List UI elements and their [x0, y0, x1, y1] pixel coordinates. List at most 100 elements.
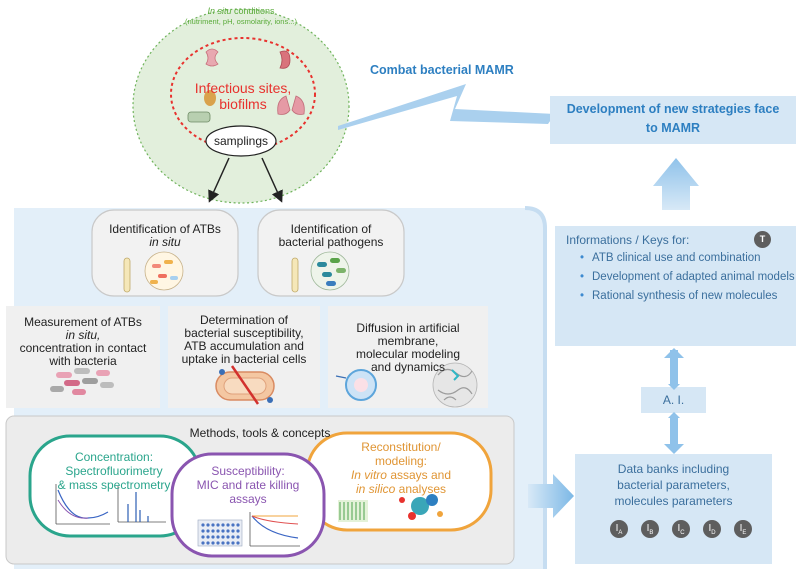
key-main: I: [615, 523, 619, 534]
info-list: ATB clinical use and combination Develop…: [572, 250, 798, 307]
mass-spec-line: & mass spectrometry: [57, 478, 171, 492]
diffusion-text: Diffusion in artificial membrane, molecu…: [328, 322, 488, 374]
liposome-icon: [335, 369, 377, 401]
infectious-sites-label: Infectious sites, biofilms: [183, 80, 303, 112]
spectro-a: Spectro: [65, 464, 107, 478]
recon-line1: Reconstitution/: [361, 440, 441, 454]
insilico-italic: in silico: [355, 482, 396, 496]
main-panel-edge: [524, 206, 547, 569]
ai-box: [641, 387, 706, 413]
identification-atbs-line2: in situ: [149, 235, 181, 249]
key-sub: E: [742, 530, 747, 536]
key-circle-d: ID: [703, 520, 721, 538]
key-main: I: [646, 523, 650, 534]
info-item: Development of adapted animal models: [580, 269, 798, 285]
invitro-rest: assays and: [386, 468, 452, 482]
lightning-arrow: [338, 84, 555, 130]
determination-line3: ATB accumulation and: [184, 339, 304, 353]
new-strategies-text: Development of new strategies face to MA…: [566, 102, 780, 135]
in-situ-label: In situ conditions: [181, 6, 301, 16]
determination-text: Determination of bacterial susceptibilit…: [168, 314, 320, 366]
mass-spec-chart-icon: [117, 486, 166, 523]
intestine-icon: [205, 48, 219, 67]
databanks-line1: Data banks including: [617, 462, 730, 476]
databanks-box: [575, 454, 772, 564]
concentration-text: Concentration: Spectrofluorimetry & mass…: [34, 450, 194, 492]
combat-title: Combat bacterial MAMR: [370, 63, 514, 77]
methods-title: Methods, tools & concepts: [189, 426, 331, 440]
conc-a: Concen: [74, 450, 117, 464]
invitro-italic: In vitro: [350, 468, 387, 482]
measurement-line1: Measurement of ATBs: [24, 315, 142, 329]
samplings-ellipse: [205, 125, 277, 157]
measurement-line3: concentration in contact: [19, 341, 147, 355]
databanks-line2: bacterial parameters,: [617, 478, 730, 492]
samplings-label: samplings: [213, 134, 269, 148]
wound-icon: [187, 111, 211, 123]
in-situ-detail: (nutriment, pH, osmolarity, ions...): [185, 17, 297, 26]
measurement-text: Measurement of ATBs in situ, concentrati…: [6, 316, 160, 368]
diffusion-line3: molecular modeling: [355, 347, 461, 361]
bladder-icon: [204, 90, 216, 106]
membrane-model-icon: [338, 500, 368, 522]
infectious-circle: [170, 37, 316, 151]
up-arrow: [653, 158, 699, 210]
tube-icon-atbs: [123, 251, 184, 293]
measurement-line4: with bacteria: [49, 354, 117, 368]
key-circle-b: IB: [641, 520, 659, 538]
identification-pathogens-line1: Identification of: [290, 222, 372, 236]
identification-pathogens-line2: bacterial pathogens: [278, 235, 384, 249]
microplate-icon: [197, 519, 243, 547]
diffusion-line4: and dynamics: [370, 360, 446, 374]
key-sub: D: [711, 530, 716, 536]
key-circle-c: IC: [672, 520, 690, 538]
insilico-rest: analyses: [395, 482, 447, 496]
determination-line2: bacterial susceptibility,: [184, 326, 304, 340]
info-title: Informations / Keys for:: [566, 233, 690, 247]
key-circle-a: IA: [610, 520, 628, 538]
molecule-model-icon: [399, 494, 443, 520]
info-item: ATB clinical use and combination: [580, 250, 798, 266]
diffusion-line2: membrane,: [377, 334, 439, 348]
spectro-b: fluorimetry: [106, 464, 163, 478]
in-situ-rest: conditions: [231, 6, 275, 16]
in-situ-italic: In situ: [207, 6, 232, 16]
diffusion-line1: Diffusion in artificial: [356, 321, 460, 335]
protein-structure-icon: [432, 362, 478, 408]
double-arrow-bottom: [664, 412, 684, 454]
identification-pathogens-text: Identification of bacterial pathogens: [258, 223, 404, 249]
new-strategies-box: [550, 96, 796, 144]
bacteria-cluster-icon: [50, 368, 114, 395]
key-sub: B: [649, 530, 654, 536]
key-main: I: [708, 523, 712, 534]
determination-line1: Determination of: [199, 313, 289, 327]
key-main: I: [677, 523, 681, 534]
key-main: I: [739, 523, 743, 534]
databanks-text: Data banks including bacterial parameter…: [575, 461, 772, 509]
measurement-line2: in situ,: [65, 328, 101, 342]
key-circle-e: IE: [734, 520, 752, 538]
double-arrow-top: [664, 348, 684, 390]
key-sub: C: [680, 530, 685, 536]
key-sub: A: [618, 530, 623, 536]
identification-atbs-line1: Identification of ATBs: [109, 222, 221, 236]
killing-curve-icon: [249, 512, 300, 547]
biofilms-line: biofilms: [219, 96, 267, 112]
bacterial-cell-icon: [215, 365, 275, 405]
info-box: [555, 226, 796, 346]
lungs-icon: [277, 95, 305, 115]
spectro-chart-icon: [55, 484, 110, 525]
databanks-line3: molecules parameters: [614, 494, 733, 508]
right-arrow: [528, 474, 574, 518]
conc-b: tration:: [116, 450, 154, 464]
ai-label: A. I.: [662, 393, 685, 407]
kidney-icon: [279, 50, 291, 69]
determination-line4: uptake in bacterial cells: [181, 352, 307, 366]
identification-atbs-text: Identification of ATBs in situ: [92, 223, 238, 249]
info-badge: T: [754, 231, 771, 248]
susc-line2: MIC and rate killing: [196, 478, 300, 492]
infectious-line: Infectious sites,: [194, 80, 292, 96]
recon-line2: modeling:: [374, 454, 428, 468]
reconstitution-text: Reconstitution/ modeling: In vitro assay…: [318, 440, 484, 496]
